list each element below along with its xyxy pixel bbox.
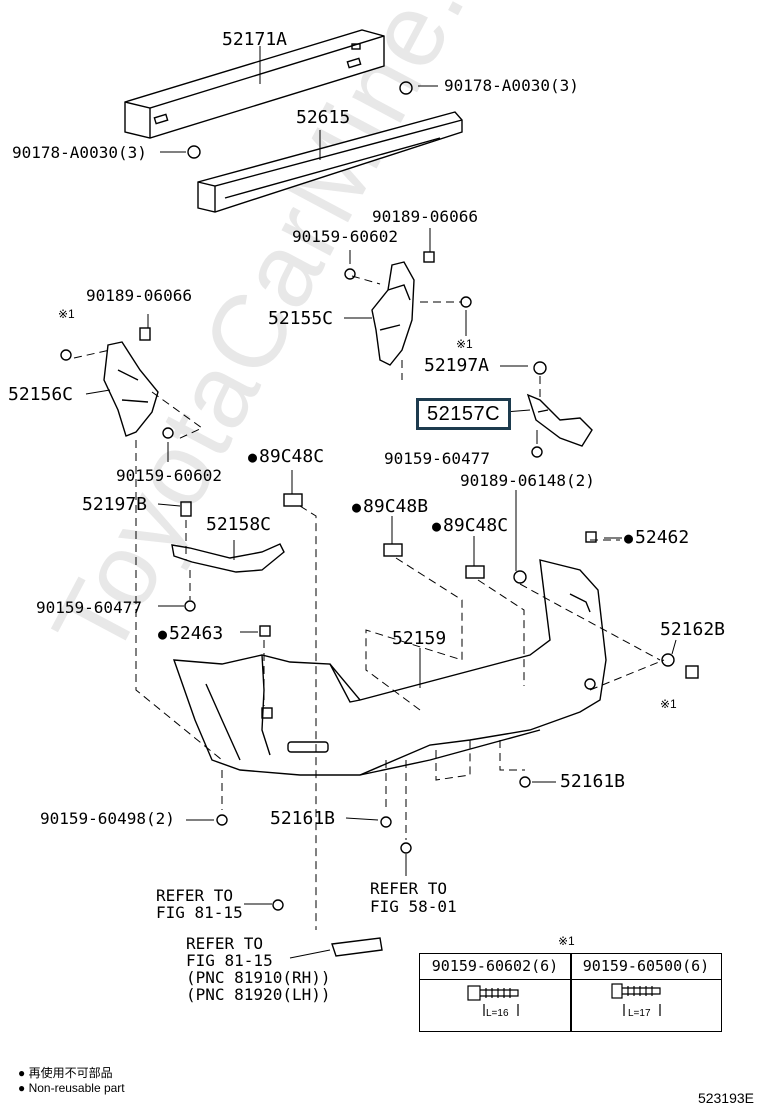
part-label-52161b-a: 52161B [560, 771, 626, 792]
bracket-52156c-shape [103, 341, 159, 437]
part-label-52162b: 52162B [660, 619, 726, 640]
part-label-89c48b: 89C48B [352, 498, 428, 516]
refer-note-3-line2: FIG 81-15 [186, 951, 273, 970]
clip-shape [399, 81, 413, 95]
refer-note-3-line1: REFER TO [186, 934, 264, 953]
part-label-52159: 52159 [392, 628, 447, 649]
refer-note-1-line2: FIG 81-15 [156, 903, 243, 922]
legend-line-en: ● Non-reusable part [18, 1081, 125, 1095]
table-header-col2: 90159-60500(6) [571, 954, 721, 980]
table-header-col1: 90159-60602(6) [420, 954, 570, 980]
note-mark-left: ※1 [58, 307, 75, 321]
refer-note-2-line2: FIG 58-01 [370, 897, 457, 916]
retainer-52157c-shape [526, 361, 593, 447]
part-label-89c48c-a: 89C48C [248, 448, 324, 466]
table-divider [570, 954, 572, 1031]
part-label-52155c: 52155C [268, 308, 334, 329]
table-note-mark: ※1 [558, 934, 575, 948]
bumper-cover-shape [172, 559, 607, 776]
table-length-col1: L=16 [486, 1008, 509, 1019]
part-label-52463: 52463 [158, 625, 223, 643]
refer-note-3-line4: (PNC 81920(LH)) [186, 985, 331, 1004]
part-label-52615: 52615 [296, 107, 351, 128]
refer-note-1-line1: REFER TO [156, 886, 234, 905]
part-label-89c48c-b: 89C48C [432, 517, 508, 535]
reinforcement-beam-shape [124, 29, 385, 139]
clip-89c48c-shape [283, 493, 303, 507]
part-label-90159-60602-a: 90159-60602 [292, 227, 398, 246]
part-label-90189-06066-b: 90189-06066 [86, 286, 192, 305]
part-label-52462: 52462 [624, 529, 689, 547]
bracket-52155c-shape [371, 261, 415, 366]
part-label-52197b: 52197B [82, 494, 148, 515]
part-label-52158c: 52158C [206, 514, 272, 535]
bolt-spec-table: 90159-60602(6) 90159-60500(6) L=16 L=17 [419, 953, 722, 1032]
note-mark-right: ※1 [660, 697, 677, 711]
part-label-52161b-b: 52161B [270, 808, 336, 829]
part-label-90189-06148: 90189-06148(2) [460, 471, 595, 490]
part-label-90178-right: 90178-A0030(3) [444, 76, 579, 95]
part-label-52156c: 52156C [8, 384, 74, 405]
part-label-52171a: 52171A [222, 29, 288, 50]
figure-code: 523193E [697, 1090, 754, 1106]
part-label-90159-60498: 90159-60498(2) [40, 809, 175, 828]
note-mark-mid: ※1 [456, 337, 473, 351]
part-label-90178-left: 90178-A0030(3) [12, 143, 147, 162]
bolt-icon-60500 [611, 983, 661, 1016]
part-label-52157c-highlighted[interactable]: 52157C [416, 398, 512, 430]
part-label-90159-60477-b: 90159-60477 [36, 598, 142, 617]
refer-note-2-line1: REFER TO [370, 879, 448, 898]
table-length-col2: L=17 [628, 1008, 651, 1019]
part-label-52197a: 52197A [424, 355, 490, 376]
refer-note-3-line3: (PNC 81910(RH)) [186, 968, 331, 987]
retainer-52158c-shape [171, 501, 285, 573]
energy-absorber-shape [197, 111, 463, 213]
reflector-shape [331, 937, 383, 957]
bolt-icon-60602 [467, 985, 519, 1016]
part-label-90189-06066-a: 90189-06066 [372, 207, 478, 226]
legend-line-jp: ● 再使用不可部品 [18, 1066, 113, 1080]
part-label-90159-60477-a: 90159-60477 [384, 449, 490, 468]
part-label-90159-60602-b: 90159-60602 [116, 466, 222, 485]
